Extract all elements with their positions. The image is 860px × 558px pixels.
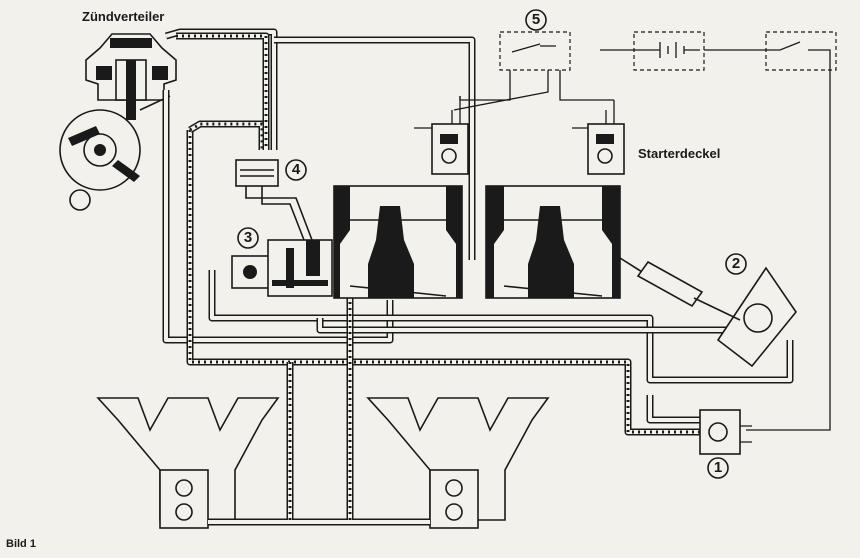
relay-5 (453, 31, 614, 111)
vacuum-hoses (162, 28, 794, 424)
callout-3: 3 (243, 229, 253, 246)
carburettor-right (485, 185, 621, 299)
starter-cover-left (414, 96, 469, 175)
vacuum-servo-2 (619, 257, 797, 368)
callout-2: 2 (731, 255, 741, 272)
dotted-hoses (176, 32, 700, 520)
callout-4: 4 (291, 161, 301, 178)
battery (600, 31, 705, 71)
starter-cover-label: Starterdeckel (638, 146, 721, 161)
vacuum-unit-4 (235, 159, 313, 241)
valve-unit-3 (231, 239, 333, 297)
intake-manifold-left (96, 397, 280, 529)
starter-cover-right (572, 100, 625, 175)
ignition-distributor (59, 33, 177, 211)
distributor-label: Zündverteiler (82, 9, 165, 24)
ignition-switch (704, 31, 837, 431)
thermo-switch-1 (699, 409, 752, 455)
intake-manifold-right (366, 397, 550, 529)
carburettor-left (333, 185, 463, 299)
callout-5: 5 (531, 11, 541, 28)
callout-1: 1 (713, 459, 723, 476)
figure-caption: Bild 1 (6, 538, 36, 550)
